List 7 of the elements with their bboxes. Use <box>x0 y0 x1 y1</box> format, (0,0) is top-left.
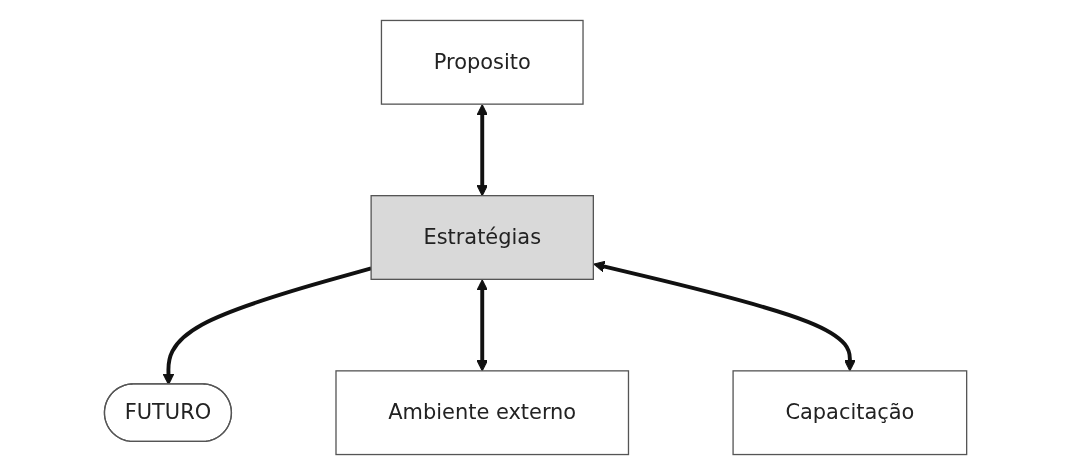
node-box: Estratégias <box>370 195 594 280</box>
arrow <box>476 104 488 197</box>
arrow <box>476 279 488 372</box>
node-box: Capacitação <box>732 370 968 456</box>
arrow <box>593 260 856 372</box>
node-box: Ambiente externo <box>335 370 630 456</box>
node-box: Proposito <box>380 19 584 105</box>
